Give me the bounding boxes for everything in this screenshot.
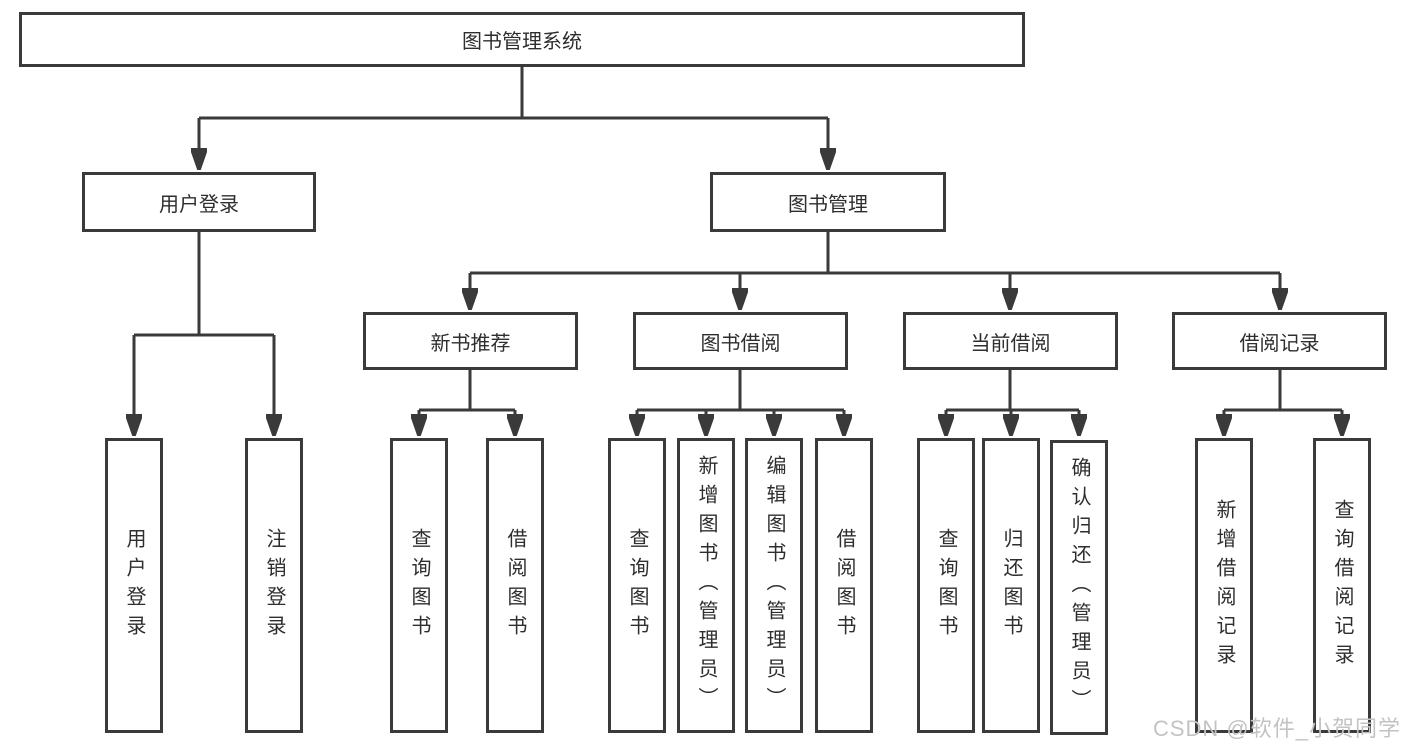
node-leaf-borrow-books-recommend: 借阅图书 bbox=[486, 438, 544, 733]
node-label: 新增借阅记录 bbox=[1213, 498, 1235, 673]
csdn-watermark: CSDN @软件_小贺同学 bbox=[1152, 716, 1401, 741]
node-book-borrowing: 图书借阅 bbox=[633, 312, 848, 370]
node-label: 注销登录 bbox=[263, 527, 285, 644]
node-label: 图书管理 bbox=[788, 193, 868, 216]
node-book-management: 图书管理 bbox=[710, 172, 946, 232]
node-label: 当前借阅 bbox=[970, 332, 1051, 355]
node-label: 用户登录 bbox=[159, 193, 239, 216]
node-label: 借阅图书 bbox=[504, 527, 526, 644]
node-label: 借阅图书 bbox=[833, 527, 855, 644]
node-leaf-edit-books-admin: 编辑图书（管理员） bbox=[745, 438, 803, 733]
node-borrow-records: 借阅记录 bbox=[1172, 312, 1387, 370]
node-label: 新书推荐 bbox=[430, 332, 511, 355]
node-leaf-query-borrow-record: 查询借阅记录 bbox=[1313, 438, 1371, 733]
node-leaf-confirm-return-admin: 确认归还（管理员） bbox=[1050, 440, 1108, 735]
node-label: 归还图书 bbox=[1000, 527, 1022, 644]
node-label: 查询图书 bbox=[408, 527, 430, 644]
node-leaf-user-login: 用户登录 bbox=[105, 438, 163, 733]
node-label: 借阅记录 bbox=[1239, 332, 1320, 355]
node-leaf-add-books-admin: 新增图书（管理员） bbox=[677, 438, 735, 733]
node-label: 编辑图书（管理员） bbox=[763, 455, 785, 716]
node-label: 查询图书 bbox=[626, 527, 648, 644]
node-library-management-system: 图书管理系统 bbox=[19, 12, 1025, 67]
node-leaf-logout: 注销登录 bbox=[245, 438, 303, 733]
node-leaf-query-books-recommend: 查询图书 bbox=[390, 438, 448, 733]
node-leaf-query-books-current: 查询图书 bbox=[917, 438, 975, 733]
node-label: 用户登录 bbox=[123, 527, 145, 644]
node-label: 确认归还（管理员） bbox=[1068, 457, 1090, 718]
node-label: 新增图书（管理员） bbox=[695, 455, 717, 716]
node-leaf-borrow-books: 借阅图书 bbox=[815, 438, 873, 733]
node-user-login: 用户登录 bbox=[82, 172, 316, 232]
node-leaf-query-books-borrow: 查询图书 bbox=[608, 438, 666, 733]
node-leaf-return-books: 归还图书 bbox=[982, 438, 1040, 733]
node-label: 图书借阅 bbox=[700, 332, 781, 355]
node-label: 查询图书 bbox=[935, 527, 957, 644]
node-label: 查询借阅记录 bbox=[1331, 498, 1353, 673]
node-current-borrowing: 当前借阅 bbox=[903, 312, 1118, 370]
node-leaf-add-borrow-record: 新增借阅记录 bbox=[1195, 438, 1253, 733]
node-new-book-recommend: 新书推荐 bbox=[363, 312, 578, 370]
node-label: 图书管理系统 bbox=[462, 31, 582, 53]
